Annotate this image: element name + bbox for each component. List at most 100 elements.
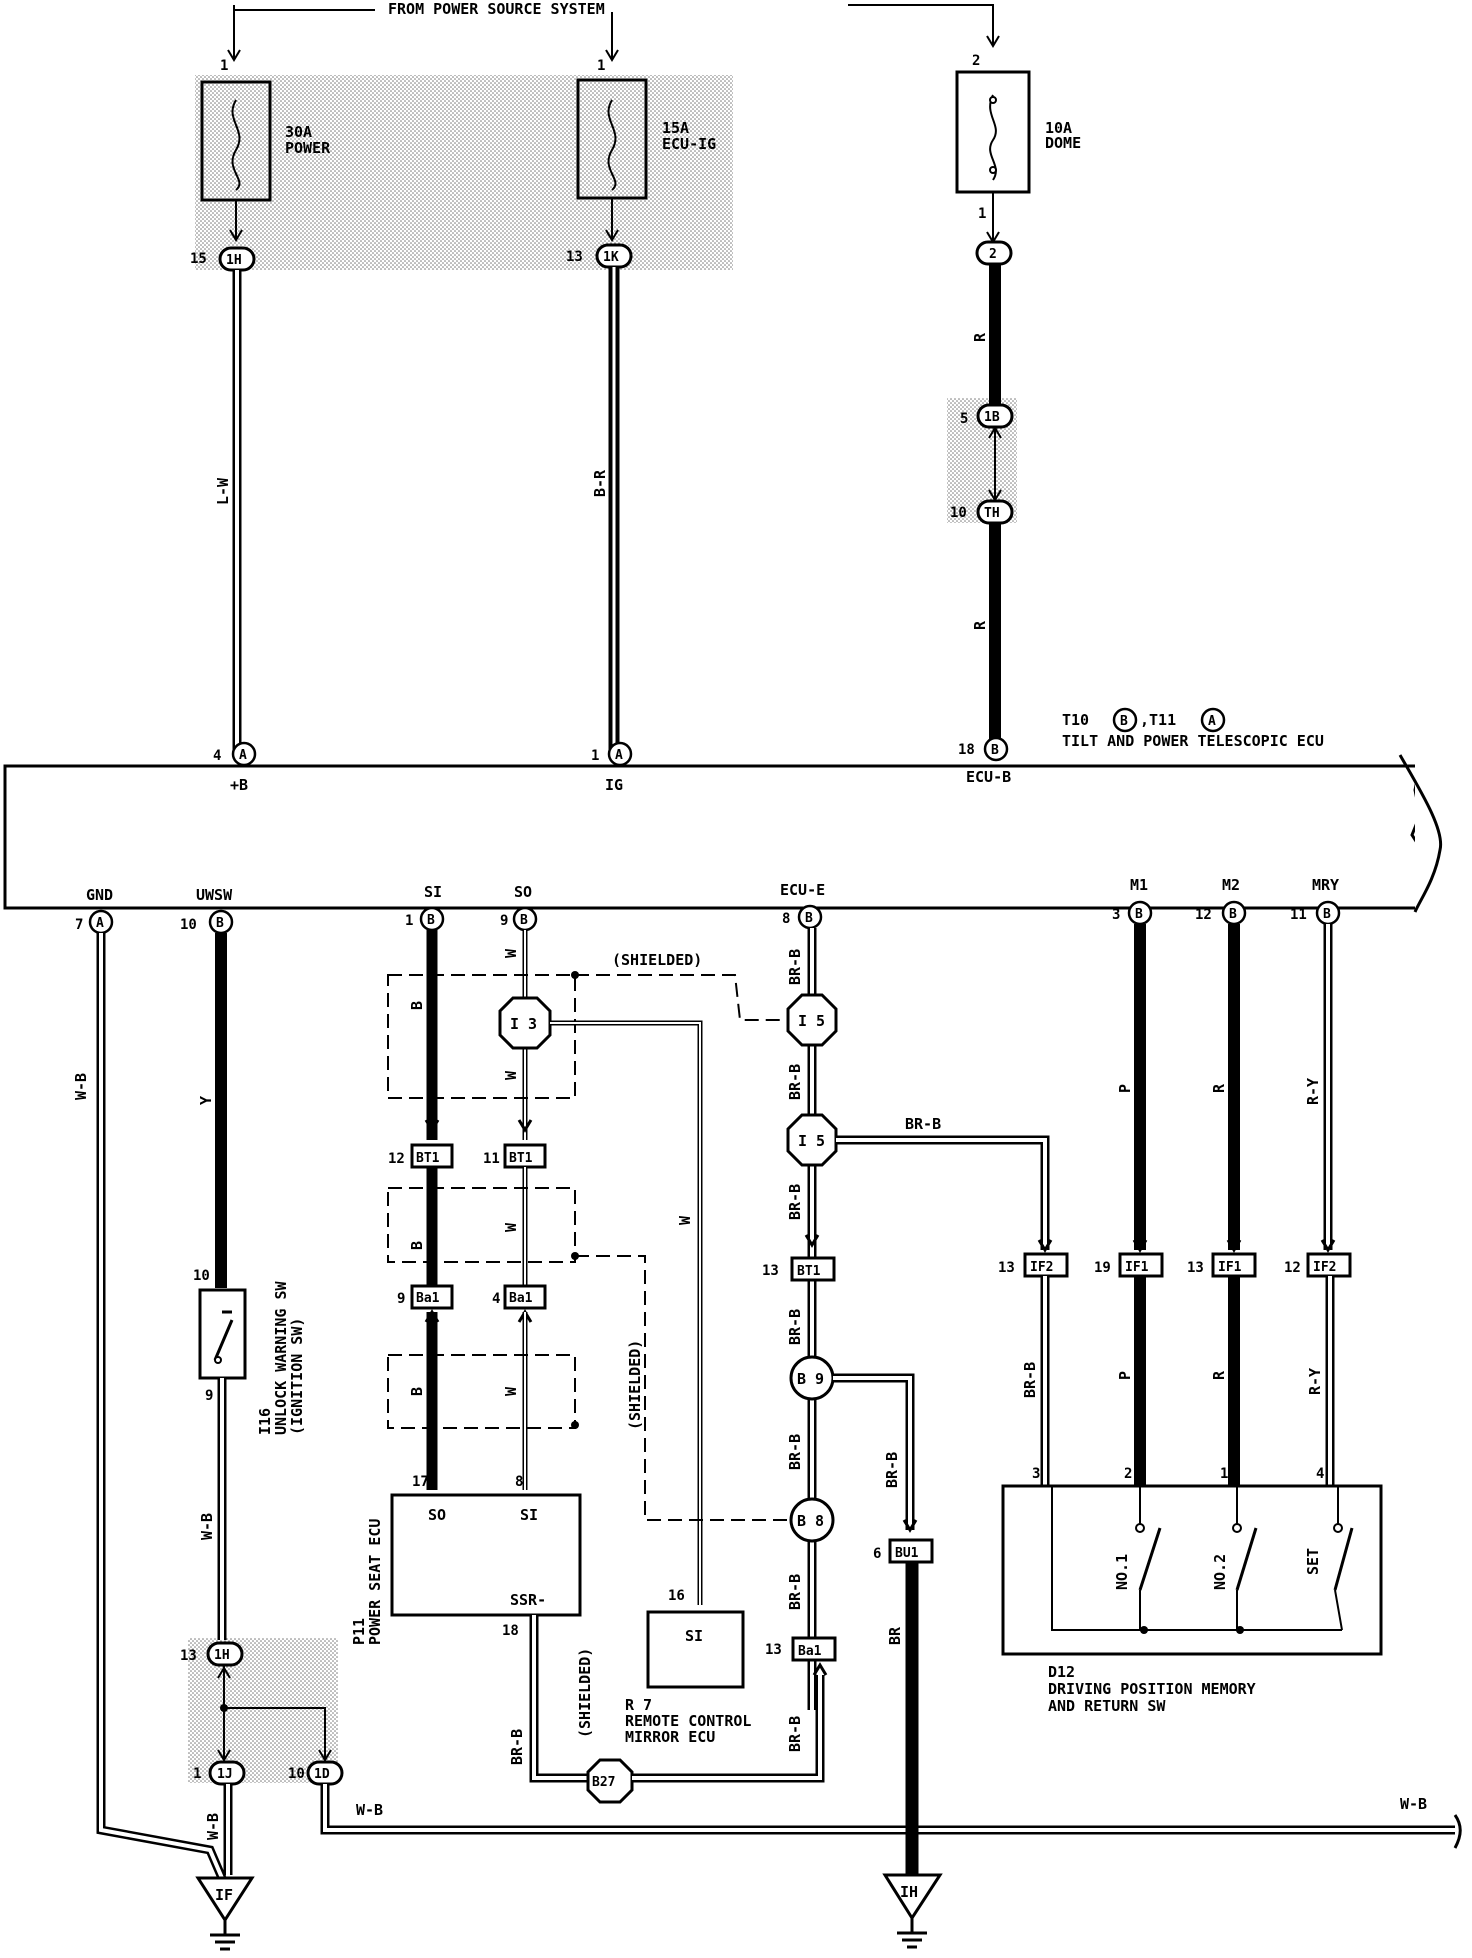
wire-m2-lower-label: R [1210,1370,1228,1380]
wire-i5-if2-inner [836,1138,1047,1250]
shield-dot-3 [571,1421,579,1429]
ecu-pin-4-circle [231,741,257,767]
gnd-junction-dot [220,1704,228,1712]
r7-pin: 16 [668,1588,685,1604]
ecu-bpin-8-conn: B [805,911,813,926]
ecu-pin-mry: MRY [1312,876,1339,894]
ecu-title-t11: ,T11 [1140,711,1176,729]
shaded-fuse-block [195,75,733,270]
splice-b8-label: B 8 [797,1512,824,1530]
wire-si-lower-label: B [408,1387,426,1396]
ecu-bpin-9-num: 9 [500,913,508,929]
p11-pin-ssr: 18 [502,1623,519,1639]
wire-1d-bus [320,1784,1455,1835]
d12-sw2-dot [1236,1626,1244,1634]
d12-id: D12 [1048,1663,1075,1681]
conn-2-code: 2 [989,247,997,262]
splice-i3 [498,996,552,1050]
ecu-bpin-7-conn: A [96,916,104,931]
wire-ecue-label-7: BR-B [786,1716,804,1752]
ecu-pin-si: SI [424,883,442,901]
from-power-source-label: FROM POWER SOURCE SYSTEM [388,0,605,18]
arrows-if [1037,1239,1336,1253]
wire-mry-lower-label: R-Y [1306,1368,1324,1395]
ic-if1-13-code: IF1 [1218,1260,1242,1275]
ic-ba1-4-pin: 4 [492,1291,500,1307]
wire-bus-end-label: W-B [1400,1795,1427,1813]
shield-dot-1 [571,971,579,979]
wire-1d-bus-inner [323,1784,1455,1832]
wire-mirror-label: W [676,1215,694,1225]
arrow-bu1 [902,1519,918,1533]
r7-name-2: MIRROR ECU [625,1728,715,1746]
ic-ba1-9-pin: 9 [397,1291,405,1307]
fuse-30a-rating: 30A [285,123,312,141]
p11-pin-so: 17 [412,1474,429,1490]
ecu-pin-1-num: 1 [591,748,599,764]
ecu-bpin-10-num: 10 [180,917,197,933]
fuse-10a-terminal-top [989,96,997,104]
ecu-bpin-11-num: 11 [1290,907,1307,923]
ecu-pin-so: SO [514,883,532,901]
ecu-pin-ecue: ECU-E [780,881,825,899]
ic-bu1-pin: 6 [873,1546,881,1562]
d12-name-2: AND RETURN SW [1048,1697,1166,1715]
d12-box [1001,1484,1383,1656]
ic-ba1-9-code: Ba1 [416,1291,440,1306]
fuse-30a-name: POWER [285,139,331,157]
fuse-10a-rating: 10A [1045,119,1072,137]
fuse-10a-terminal-bot [989,166,997,174]
arrow-bt1-13 [804,1234,820,1248]
gnd-junction-arrows [217,1749,332,1762]
i16-switch-box [198,1288,247,1380]
ic-bt1-13-box [790,1256,836,1282]
wire-m1-label: P [1116,1084,1134,1093]
splice-i5-a-label: I 5 [798,1012,825,1030]
fuse-15a-out-arrow [605,229,619,242]
ecu-pin-m2: M2 [1222,876,1240,894]
ic-bt1-13-code: BT1 [797,1264,821,1279]
d12-sw1-dot [1140,1626,1148,1634]
gconn-1d-code: 1D [314,1767,330,1782]
gconn-1h-code: 1H [214,1648,230,1663]
ecu-pin-18-circle [983,736,1009,762]
ic-bt1-11-pin: 11 [483,1151,500,1167]
d12-pin-4: 4 [1316,1466,1324,1482]
ic-bt1-11-code: BT1 [509,1151,533,1166]
ecu-bpin-3-num: 3 [1112,907,1120,923]
conn-th-pin: 10 [950,505,967,521]
ecu-bpin-10-conn: B [216,916,224,931]
ecu-pin-uwsw: UWSW [196,886,233,904]
splice-i5-a [786,993,838,1047]
i16-name: UNLOCK WARNING SW [272,1281,290,1435]
ecu-pin-gnd: GND [86,886,113,904]
wire-gnd-label: W-B [72,1073,90,1100]
wire-1d-label: W-B [356,1801,383,1819]
ic-ba1-4-box [503,1284,547,1310]
ground-ih-label: IH [900,1883,918,1901]
ecu-pin-ig: IG [605,776,623,794]
wire-ecue-label-3: BR-B [786,1184,804,1220]
arrow-15a [605,49,619,62]
ecu-pin-1-conn: A [615,748,623,763]
power-source-line-right [848,4,994,45]
fuse-15a-symbol [607,99,617,191]
d12-common [1051,1486,1342,1631]
ecu-title-name: TILT AND POWER TELESCOPIC ECU [1062,732,1324,750]
arrows-ba1 [424,1309,533,1323]
wire-br-label: B-R [591,469,609,497]
shield-label-2: (SHIELDED) [626,1340,644,1430]
fuse-30a-pin-in: 1 [220,58,228,74]
ecu-pin-m1: M1 [1130,876,1148,894]
arrow-1b [988,426,1002,439]
arrow-10a [986,35,1000,48]
d12-sw3-lines [1334,1486,1343,1631]
conn-th-code: TH [984,506,1000,521]
wire-so-label: W [502,948,520,958]
ic-bt1-12-pin: 12 [388,1151,405,1167]
fuse-30a-out-arrow [229,229,243,242]
splice-b27-label: B27 [592,1775,615,1790]
ecu-pin-4-num: 4 [213,748,221,764]
splice-i5-b-label: I 5 [798,1132,825,1150]
